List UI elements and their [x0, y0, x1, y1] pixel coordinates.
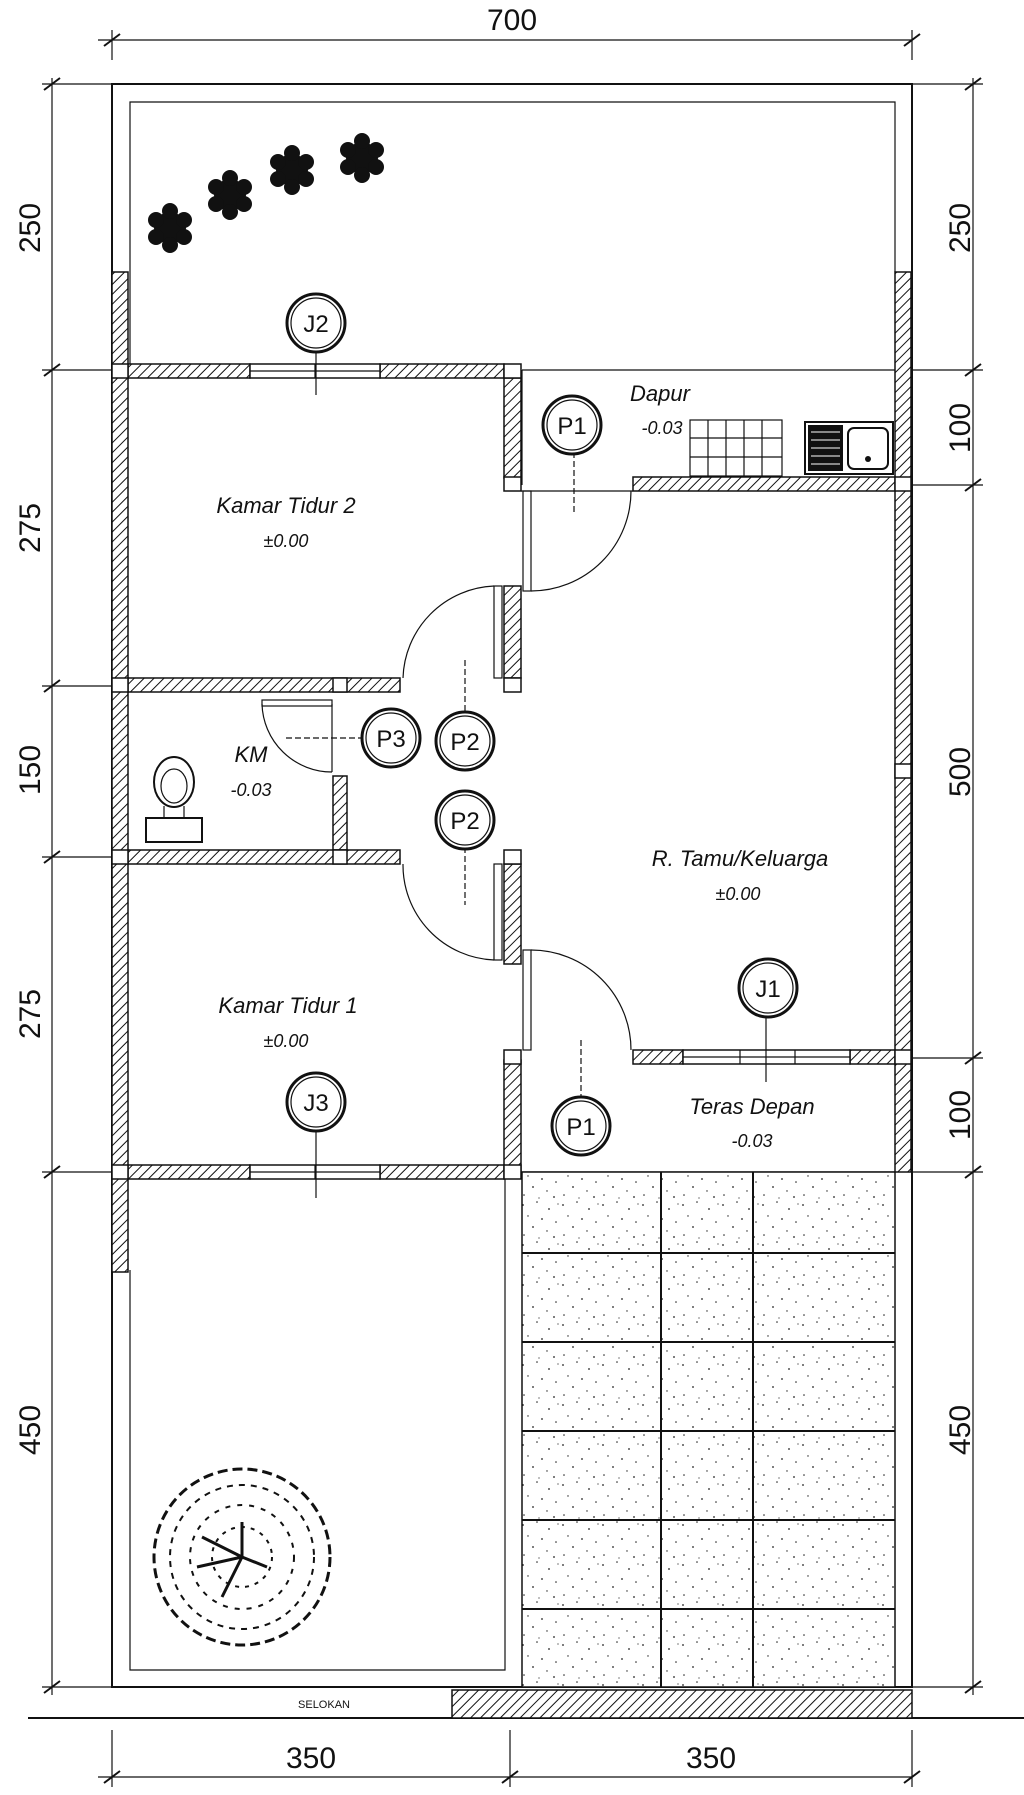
room-level-ruang-tamu: ±0.00: [716, 884, 761, 904]
window-j3: [249, 1164, 381, 1180]
room-name-dapur: Dapur: [630, 381, 692, 406]
door-p1-teras: [522, 949, 632, 1051]
door-p1-dapur: [521, 490, 633, 592]
dim-left-4: 275: [14, 989, 47, 1039]
svg-text:P1: P1: [557, 413, 586, 440]
dim-left-1: 250: [14, 203, 47, 253]
svg-text:P1: P1: [566, 1114, 595, 1141]
room-level-dapur: -0.03: [641, 418, 682, 438]
room-name-kamar-tidur-1: Kamar Tidur 1: [218, 993, 357, 1018]
svg-text:J3: J3: [303, 1090, 328, 1117]
dim-bottom-left: 350: [286, 1742, 336, 1775]
door-p2-top: [402, 585, 503, 679]
svg-text:P2: P2: [450, 808, 479, 835]
room-name-kamar-tidur-2: Kamar Tidur 2: [216, 493, 355, 518]
room-level-kamar-tidur-1: ±0.00: [264, 1031, 309, 1051]
tag-j2: J2: [285, 292, 347, 395]
shrub-icon: [148, 133, 384, 253]
room-level-km: -0.03: [230, 780, 271, 800]
tag-p1-teras: P1: [550, 1040, 612, 1157]
door-p2-bottom: [402, 863, 503, 961]
svg-text:J1: J1: [755, 976, 780, 1003]
dim-right-1: 250: [944, 203, 977, 253]
paving: [521, 1171, 896, 1688]
tag-p3: P3: [286, 707, 422, 769]
dim-right-2: 100: [944, 403, 977, 453]
tag-p1-dapur: P1: [541, 394, 603, 512]
window-j2: [249, 363, 381, 379]
tag-p2-bottom: P2: [434, 789, 496, 905]
svg-text:P3: P3: [376, 726, 405, 753]
tag-j3: J3: [285, 1071, 347, 1198]
tag-j1: J1: [737, 957, 799, 1082]
tag-p2-top: P2: [434, 660, 496, 772]
room-name-teras-depan: Teras Depan: [689, 1094, 814, 1119]
sink-icon: [804, 421, 894, 475]
svg-text:P2: P2: [450, 729, 479, 756]
room-level-kamar-tidur-2: ±0.00: [264, 531, 309, 551]
toilet-icon: [145, 756, 203, 843]
dim-left-5: 450: [14, 1405, 47, 1455]
tree-icon: [152, 1467, 332, 1647]
dim-right-4: 100: [944, 1090, 977, 1140]
dim-top: 700: [487, 4, 537, 37]
dim-right-5: 450: [944, 1405, 977, 1455]
room-name-ruang-tamu: R. Tamu/Keluarga: [652, 846, 829, 871]
dim-right-3: 500: [944, 747, 977, 797]
kitchen-counter: [689, 419, 783, 477]
room-level-teras-depan: -0.03: [731, 1131, 772, 1151]
dim-bottom-right: 350: [686, 1742, 736, 1775]
room-name-km: KM: [235, 742, 269, 767]
walls: [111, 271, 912, 1273]
door-p3: [261, 699, 333, 773]
dimension-lines: [42, 30, 983, 1787]
svg-text:J2: J2: [303, 311, 328, 338]
selokan: [28, 1689, 1024, 1719]
dim-left-3: 150: [14, 745, 47, 795]
selokan-label: SELOKAN: [298, 1699, 350, 1711]
dim-left-2: 275: [14, 503, 47, 553]
